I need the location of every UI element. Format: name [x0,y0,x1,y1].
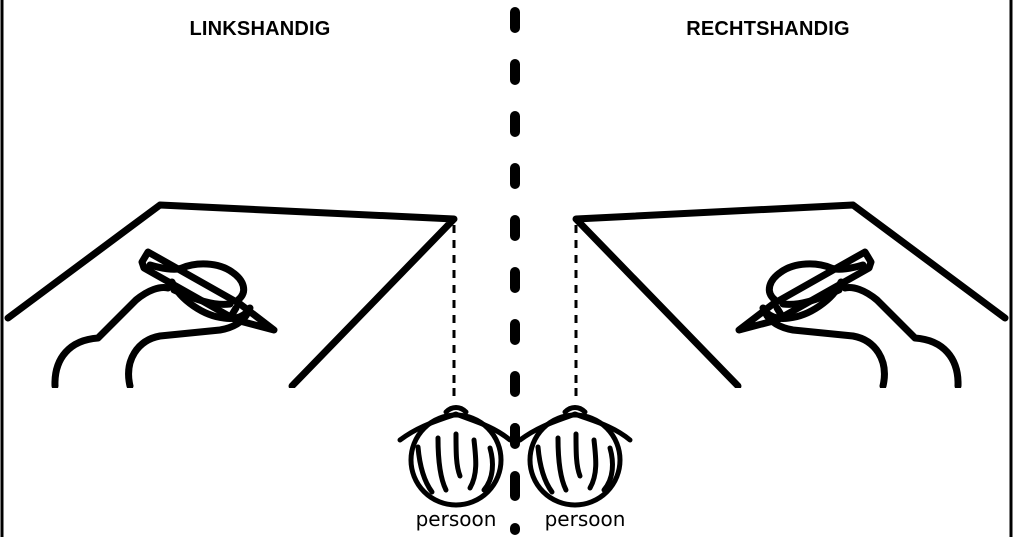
caption-right-person: persoon [544,507,626,531]
heading-left-handed: LINKSHANDIG [189,18,331,40]
left-person-icon [397,405,513,508]
right-paper [572,201,1009,390]
left-writing-hand-icon [51,248,278,390]
caption-left-person: persoon [415,507,497,531]
right-writing-hand-icon [735,248,962,390]
left-paper [4,201,458,390]
heading-right-handed: RECHTSHANDIG [686,18,850,40]
right-person-icon [517,405,633,508]
